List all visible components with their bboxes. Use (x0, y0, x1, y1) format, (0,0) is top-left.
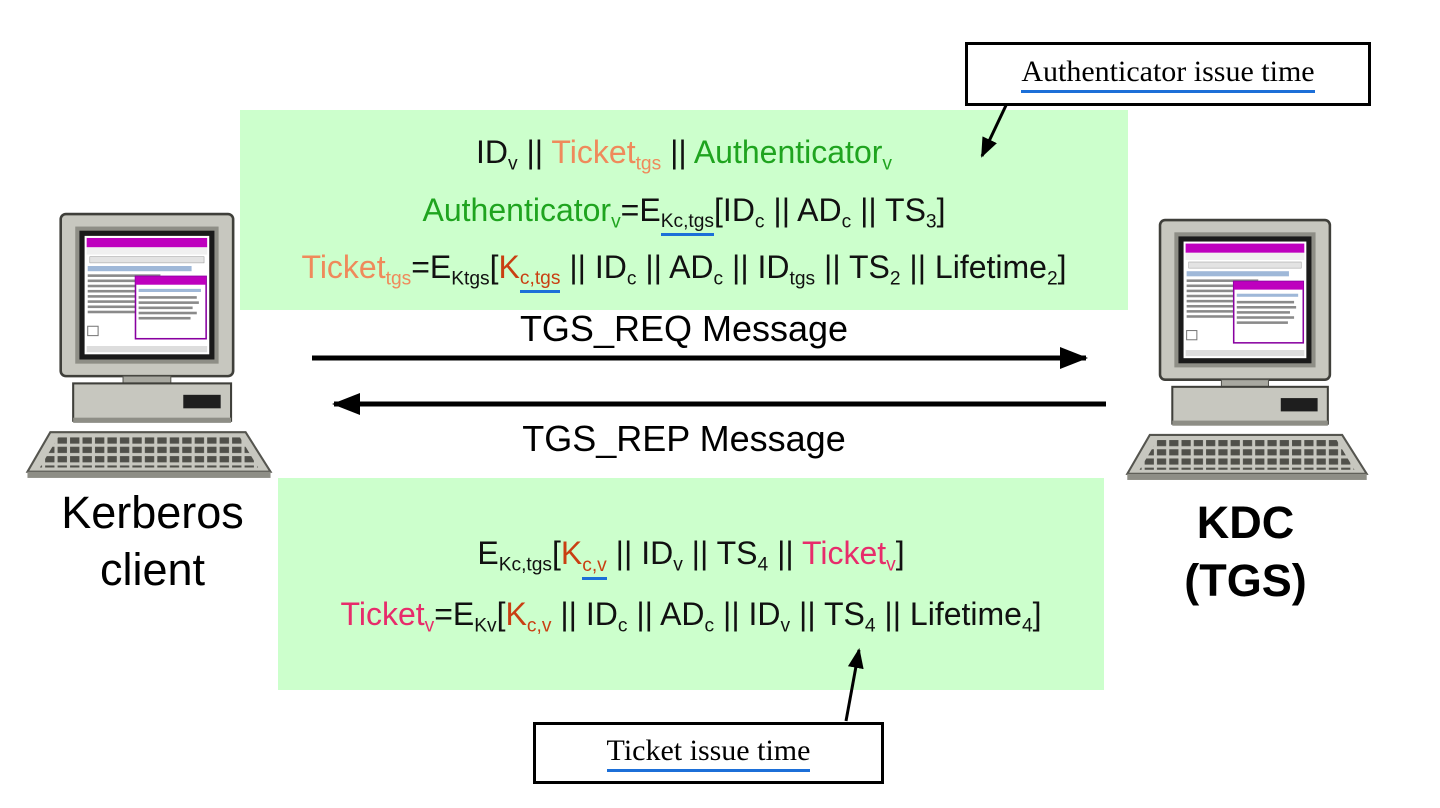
kdc-label-line1: KDC (1196, 497, 1295, 548)
ticket-issue-time-label: Ticket issue time (606, 734, 811, 772)
authenticator-issue-time-label: Authenticator issue time (1021, 55, 1315, 93)
formula-line-request-fields: IDv || Tickettgs || Authenticatorv (476, 134, 892, 176)
formula-line-reply-fields: EKc,tgs[Kc,v || IDv || TS4 || Ticketv] (477, 535, 905, 580)
client-computer-icon (26, 212, 272, 480)
authenticator-issue-time-callout: Authenticator issue time (965, 42, 1371, 106)
tgs-rep-contents-box: EKc,tgs[Kc,v || IDv || TS4 || Ticketv] T… (278, 478, 1104, 690)
tgs-req-contents-box: IDv || Tickettgs || Authenticatorv Authe… (240, 110, 1128, 310)
ticket-issue-time-callout: Ticket issue time (533, 722, 884, 784)
formula-line-authenticator: Authenticatorv=EKc,tgs[IDc || ADc || TS3… (423, 192, 945, 237)
tgs-rep-message-label: TGS_REP Message (522, 418, 846, 459)
kdc-label-line2: (TGS) (1184, 555, 1307, 606)
formula-line-ticket-tgs: Tickettgs=EKtgs[Kc,tgs || IDc || ADc || … (301, 249, 1067, 294)
formula-line-ticket-v: Ticketv=EKv[Kc,v || IDc || ADc || IDv ||… (340, 596, 1042, 637)
client-label-line1: Kerberos (61, 487, 244, 538)
client-label-line2: client (99, 544, 206, 595)
client-label: Kerberos client (10, 484, 295, 598)
tgs-req-message-label: TGS_REQ Message (519, 308, 849, 349)
kdc-computer-icon (1125, 218, 1369, 482)
kdc-label: KDC (TGS) (1123, 494, 1368, 610)
